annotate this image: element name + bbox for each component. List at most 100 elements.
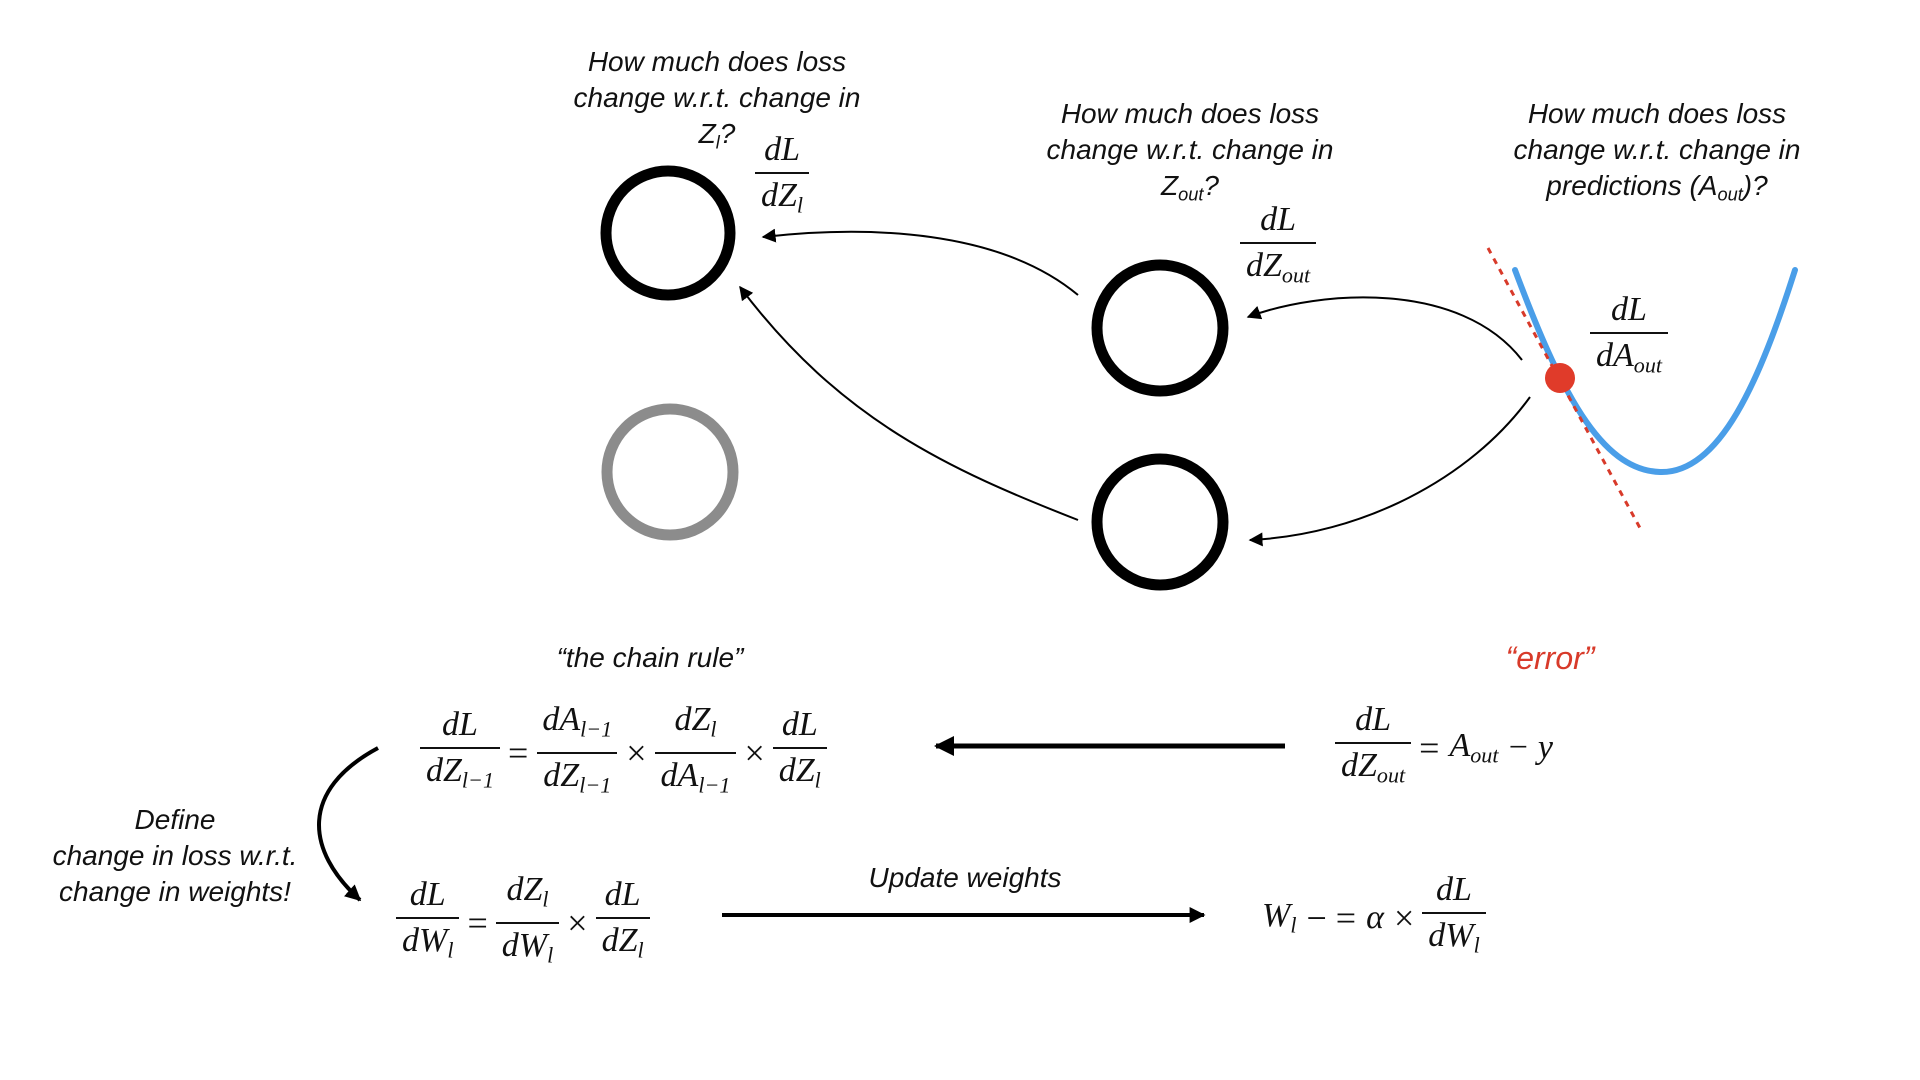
dl-text: dL: [781, 705, 818, 743]
eq1-term2-den: dAl−1: [654, 751, 737, 806]
dz-text: dZ: [761, 177, 797, 214]
question-zout-line3: Zout?: [980, 168, 1400, 212]
dl-text: dL: [1436, 871, 1472, 908]
dz-text: dZ: [601, 921, 638, 959]
grad-dl-daout-num: dL: [1605, 290, 1653, 332]
grad-dl-daout-den: dAout: [1590, 332, 1669, 386]
sub-l: l: [796, 192, 804, 218]
sub-lm1: l−1: [579, 772, 612, 798]
question-zl-tail: ?: [719, 118, 736, 149]
question-aout-line3: predictions (Aout)?: [1447, 168, 1867, 212]
dz-text: dZ: [1341, 747, 1377, 784]
dz-text: dZ: [426, 751, 462, 789]
a-text: A: [1449, 727, 1471, 764]
node-layer-l-bottom: [601, 403, 739, 541]
sub-l: l: [1290, 912, 1297, 938]
dl-text: dL: [409, 875, 446, 913]
eq1-term3: dL dZl: [772, 705, 827, 801]
dw-text: dW: [1428, 917, 1474, 954]
w-text: W: [1262, 897, 1291, 934]
sub-l: l: [710, 716, 717, 742]
dw-text: dW: [402, 921, 448, 959]
arrow-loss-to-zout-bottom: [1248, 396, 1531, 547]
eq1-term2: dZl dAl−1: [654, 700, 737, 806]
eq4-grad-den: dWl: [1422, 912, 1486, 966]
arrow-zout-bottom-to-zl: [739, 285, 1079, 521]
sub-l: l: [447, 937, 454, 963]
dz-text: dZ: [543, 756, 580, 794]
eq2-lhs-num: dL: [1349, 700, 1397, 742]
dl-text: dL: [604, 875, 641, 913]
grad-dl-dzout-den: dZout: [1240, 242, 1317, 296]
grad-dl-daout: dL dAout: [1590, 290, 1669, 386]
da-text: dA: [1596, 337, 1634, 374]
eq1-term1-den: dZl−1: [537, 751, 618, 806]
alpha-symbol: α: [1366, 898, 1384, 936]
define-line3: change in weights!: [59, 876, 291, 907]
da-text: dA: [542, 701, 581, 738]
arrow-loss-to-zout-top: [1246, 296, 1523, 361]
update-rule-equation: Wl − = α × dL dWl: [1260, 870, 1486, 966]
minus-y-term: − y: [1506, 728, 1554, 766]
eq1-term2-num: dZl: [668, 700, 722, 752]
chain-rule-equation: dL dZl−1 = dAl−1 dZl−1 × dZl dAl−1 × dL …: [420, 700, 827, 805]
question-zout-sub: out: [1178, 184, 1204, 205]
da-text: dA: [660, 756, 699, 794]
grad-dl-dzl-num: dL: [758, 130, 806, 172]
times-sign: ×: [567, 902, 588, 943]
question-zl-line1: How much does loss: [587, 46, 847, 77]
dl-text: dL: [1611, 291, 1647, 328]
eq3-term1-den: dWl: [495, 921, 560, 976]
question-zl-line3: Zl?: [507, 116, 927, 160]
question-zl-var: Z: [698, 118, 716, 149]
weight-gradient-equation: dL dWl = dZl dWl × dL dZl: [396, 870, 650, 975]
arrow-chain-to-weights: [317, 746, 379, 902]
minus-equals-sign: − =: [1306, 897, 1357, 938]
node-out-top: [1091, 259, 1229, 397]
eq1-term3-num: dL: [776, 705, 824, 747]
question-zout-line2: change w.r.t. change in: [1046, 134, 1334, 165]
eq3-term1-num: dZl: [500, 870, 554, 922]
question-zout: How much does loss change w.r.t. change …: [980, 96, 1400, 212]
dl-text: dL: [1355, 701, 1392, 738]
node-out-bottom: [1091, 453, 1229, 591]
question-aout-tail: )?: [1742, 170, 1768, 201]
times-sign: ×: [1393, 897, 1415, 938]
eq1-lhs-den: dZl−1: [420, 746, 501, 801]
arrow-zout-top-to-zl: [761, 228, 1079, 296]
grad-dl-dzl-den: dZl: [755, 172, 810, 226]
sub-lm1: l−1: [698, 772, 731, 798]
grad-dl-dzl: dL dZl: [755, 130, 810, 226]
eq1-lhs-num: dL: [436, 705, 484, 747]
question-aout: How much does loss change w.r.t. change …: [1447, 96, 1867, 212]
eq3-term2: dL dZl: [595, 875, 650, 971]
sub-l: l: [1473, 932, 1480, 958]
dl-text: dL: [442, 705, 478, 743]
w-l-term: Wl: [1260, 897, 1298, 939]
eq3-term2-den: dZl: [595, 916, 650, 971]
current-prediction-point: [1545, 363, 1575, 393]
eq1-lhs: dL dZl−1: [420, 705, 501, 801]
eq2-lhs: dL dZout: [1335, 700, 1412, 796]
sub-l: l: [814, 767, 821, 793]
dl-text: dL: [764, 131, 800, 168]
sub-out: out: [1376, 762, 1406, 788]
question-zl-sub: l: [715, 132, 720, 153]
node-layer-l-top: [600, 165, 736, 301]
eq2-lhs-den: dZout: [1335, 742, 1412, 796]
question-zout-var: Z: [1161, 170, 1179, 201]
update-weights-label: Update weights: [868, 862, 1062, 893]
eq4-grad-num: dL: [1430, 870, 1478, 912]
eq3-term2-num: dL: [599, 875, 647, 917]
question-zout-tail: ?: [1203, 170, 1219, 201]
question-aout-pre: predictions (A: [1546, 170, 1718, 201]
dl-text: dL: [1260, 201, 1297, 238]
sub-l: l: [542, 886, 549, 912]
times-sign: ×: [626, 732, 647, 773]
eq3-lhs: dL dWl: [396, 875, 460, 971]
eq4-grad: dL dWl: [1422, 870, 1486, 966]
equals-sign: =: [508, 732, 529, 773]
eq3-term1: dZl dWl: [495, 870, 560, 976]
question-aout-line2: change w.r.t. change in: [1513, 134, 1801, 165]
